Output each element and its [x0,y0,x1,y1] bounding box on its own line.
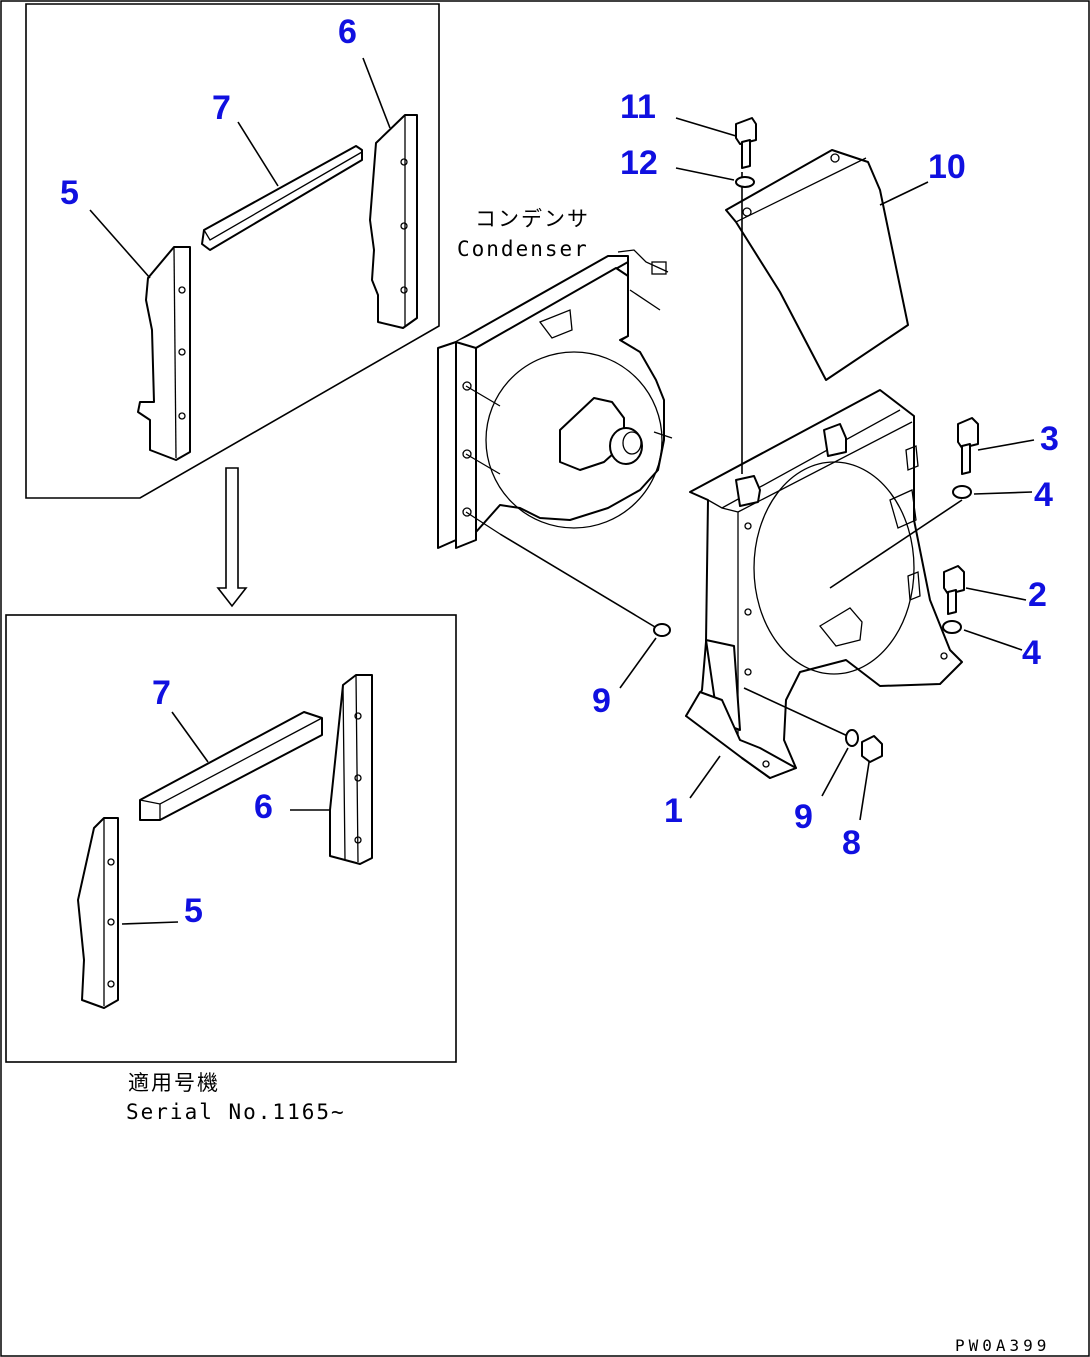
fasteners [619,117,1035,763]
callout-upper-5: 5 [60,174,79,212]
washer-12 [735,176,755,188]
washer-9-left [653,623,671,637]
nut-8 [861,735,883,763]
part-10-cover [725,149,929,381]
serial-label-en: Serial No.1165~ [126,1100,346,1124]
bolt-3 [957,417,979,449]
callout-10: 10 [928,148,966,186]
washer-9-right [845,729,859,747]
serial-label-jp: 適用号機 [128,1071,220,1095]
drawing-code: PW0A399 [955,1336,1050,1355]
condenser-label-jp: コンデンサ [475,207,590,231]
washer-4-lower [942,620,962,634]
transition-arrow [216,467,248,608]
detail-box-lower [5,614,457,1063]
condenser-assembly [437,249,673,631]
lower-part-5 [77,817,119,1009]
callout-4-upper: 4 [1034,476,1053,514]
callout-upper-7: 7 [212,89,231,127]
lower-part-6 [329,674,373,865]
part-1-frame [685,172,963,821]
callout-upper-6: 6 [338,13,357,51]
callout-lower-5: 5 [184,892,203,930]
callout-3: 3 [1040,420,1059,458]
callout-11: 11 [620,88,656,126]
callout-8: 8 [842,824,861,862]
callout-lower-6: 6 [254,788,273,826]
callout-9-left: 9 [592,682,611,720]
washer-4-upper [952,485,972,499]
bolt-11 [735,117,757,145]
upper-part-5 [137,246,191,461]
bolt-2 [943,565,965,595]
callout-1: 1 [664,792,683,830]
callout-9-right: 9 [794,798,813,836]
callout-12: 12 [620,144,658,182]
condenser-label-en: Condenser [457,237,589,261]
detail-box-upper [25,3,440,499]
callout-2: 2 [1028,576,1047,614]
callout-4-lower: 4 [1022,634,1041,672]
upper-part-6 [369,114,418,329]
callout-lower-7: 7 [152,674,171,712]
